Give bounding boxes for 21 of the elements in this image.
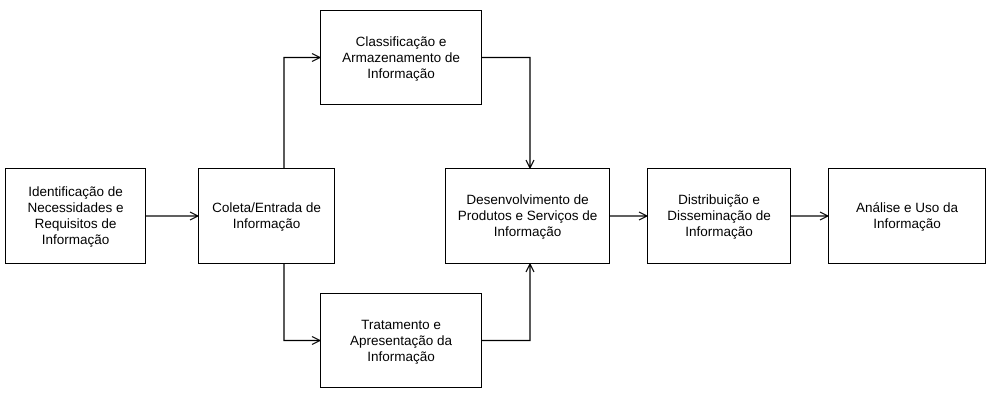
process-box bbox=[647, 168, 791, 264]
box-label: Análise e Uso da Informação bbox=[854, 200, 960, 232]
process-box bbox=[5, 168, 146, 264]
arrow bbox=[610, 211, 648, 221]
box-label: Desenvolvimento de Produtos e Serviços de Informação bbox=[456, 192, 598, 240]
arrow bbox=[482, 263, 535, 342]
process-box bbox=[320, 10, 482, 105]
process-box bbox=[828, 168, 986, 264]
process-box bbox=[320, 293, 482, 388]
box-label: Identificação de Necessidades e Requisitos de Informação bbox=[26, 184, 125, 248]
arrow bbox=[283, 264, 321, 346]
arrow bbox=[146, 211, 199, 221]
box-label: Classificação e Armazenamento de Informação bbox=[341, 34, 461, 82]
arrow bbox=[283, 52, 321, 168]
box-label: Coleta/Entrada de Informação bbox=[211, 200, 322, 232]
process-box bbox=[445, 168, 610, 264]
box-label: Tratamento e Apresentação da Informação bbox=[348, 316, 454, 364]
process-box bbox=[198, 168, 335, 264]
arrow bbox=[791, 211, 829, 221]
box-label: Distribuição e Disseminação de Informação bbox=[666, 192, 772, 240]
arrow bbox=[482, 56, 535, 169]
